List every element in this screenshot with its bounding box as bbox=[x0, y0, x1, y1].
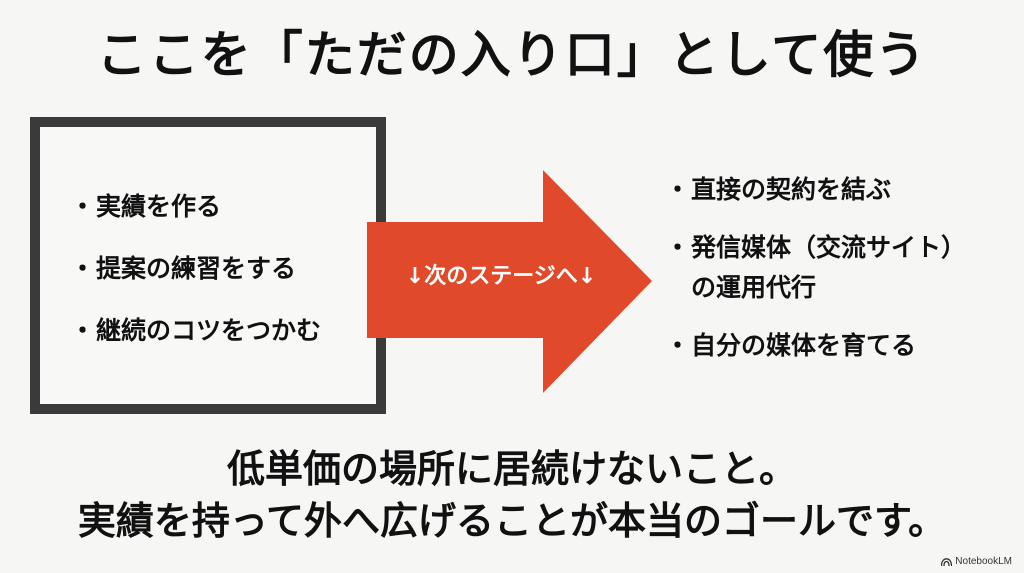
list-item-continuation: の運用代行 bbox=[691, 273, 817, 302]
bullet: ・ bbox=[665, 331, 691, 360]
arrow-label: ↓次のステージへ↓ bbox=[405, 264, 597, 289]
list-item: ・実績を作る bbox=[70, 182, 321, 244]
bullet: ・ bbox=[70, 192, 96, 221]
list-item: ・発信媒体（交流サイト） の運用代行 bbox=[665, 228, 966, 308]
right-arrow-icon bbox=[367, 170, 652, 393]
list-item-label: 直接の契約を結ぶ bbox=[691, 175, 892, 204]
list-item: ・自分の媒体を育てる bbox=[665, 326, 966, 366]
notebooklm-logo-icon bbox=[941, 557, 953, 566]
list-item: ・提案の練習をする bbox=[70, 244, 321, 306]
list-item-label: 継続のコツをつかむ bbox=[96, 316, 322, 345]
list-item-label: 発信媒体（交流サイト） bbox=[691, 233, 967, 262]
list-item: ・継続のコツをつかむ bbox=[70, 306, 321, 368]
slide-title: ここを「ただの入り口」として使う bbox=[96, 26, 928, 84]
bullet: ・ bbox=[70, 254, 96, 283]
list-item: ・直接の契約を結ぶ bbox=[665, 170, 966, 210]
conclusion-text: 低単価の場所に居続けないこと。 実績を持って外へ広げることが本当のゴールです。 bbox=[0, 443, 1024, 547]
next-stage-list: ・直接の契約を結ぶ ・発信媒体（交流サイト）の運用代行 ・自分の媒体を育てる bbox=[665, 170, 966, 384]
list-item-label: 実績を作る bbox=[96, 192, 222, 221]
current-stage-list: ・実績を作る ・提案の練習をする ・継続のコツをつかむ bbox=[70, 182, 321, 368]
conclusion-line-1: 低単価の場所に居続けないこと。 bbox=[226, 447, 797, 491]
list-item-label: 提案の練習をする bbox=[96, 254, 297, 283]
list-item-label: 自分の媒体を育てる bbox=[691, 331, 917, 360]
branding: NotebookLM bbox=[941, 556, 1012, 567]
bullet: ・ bbox=[665, 233, 691, 262]
current-stage-box bbox=[30, 117, 386, 414]
bullet: ・ bbox=[70, 316, 96, 345]
bullet: ・ bbox=[665, 175, 691, 204]
conclusion-line-2: 実績を持って外へ広げることが本当のゴールです。 bbox=[77, 499, 947, 543]
branding-label: NotebookLM bbox=[955, 556, 1012, 567]
